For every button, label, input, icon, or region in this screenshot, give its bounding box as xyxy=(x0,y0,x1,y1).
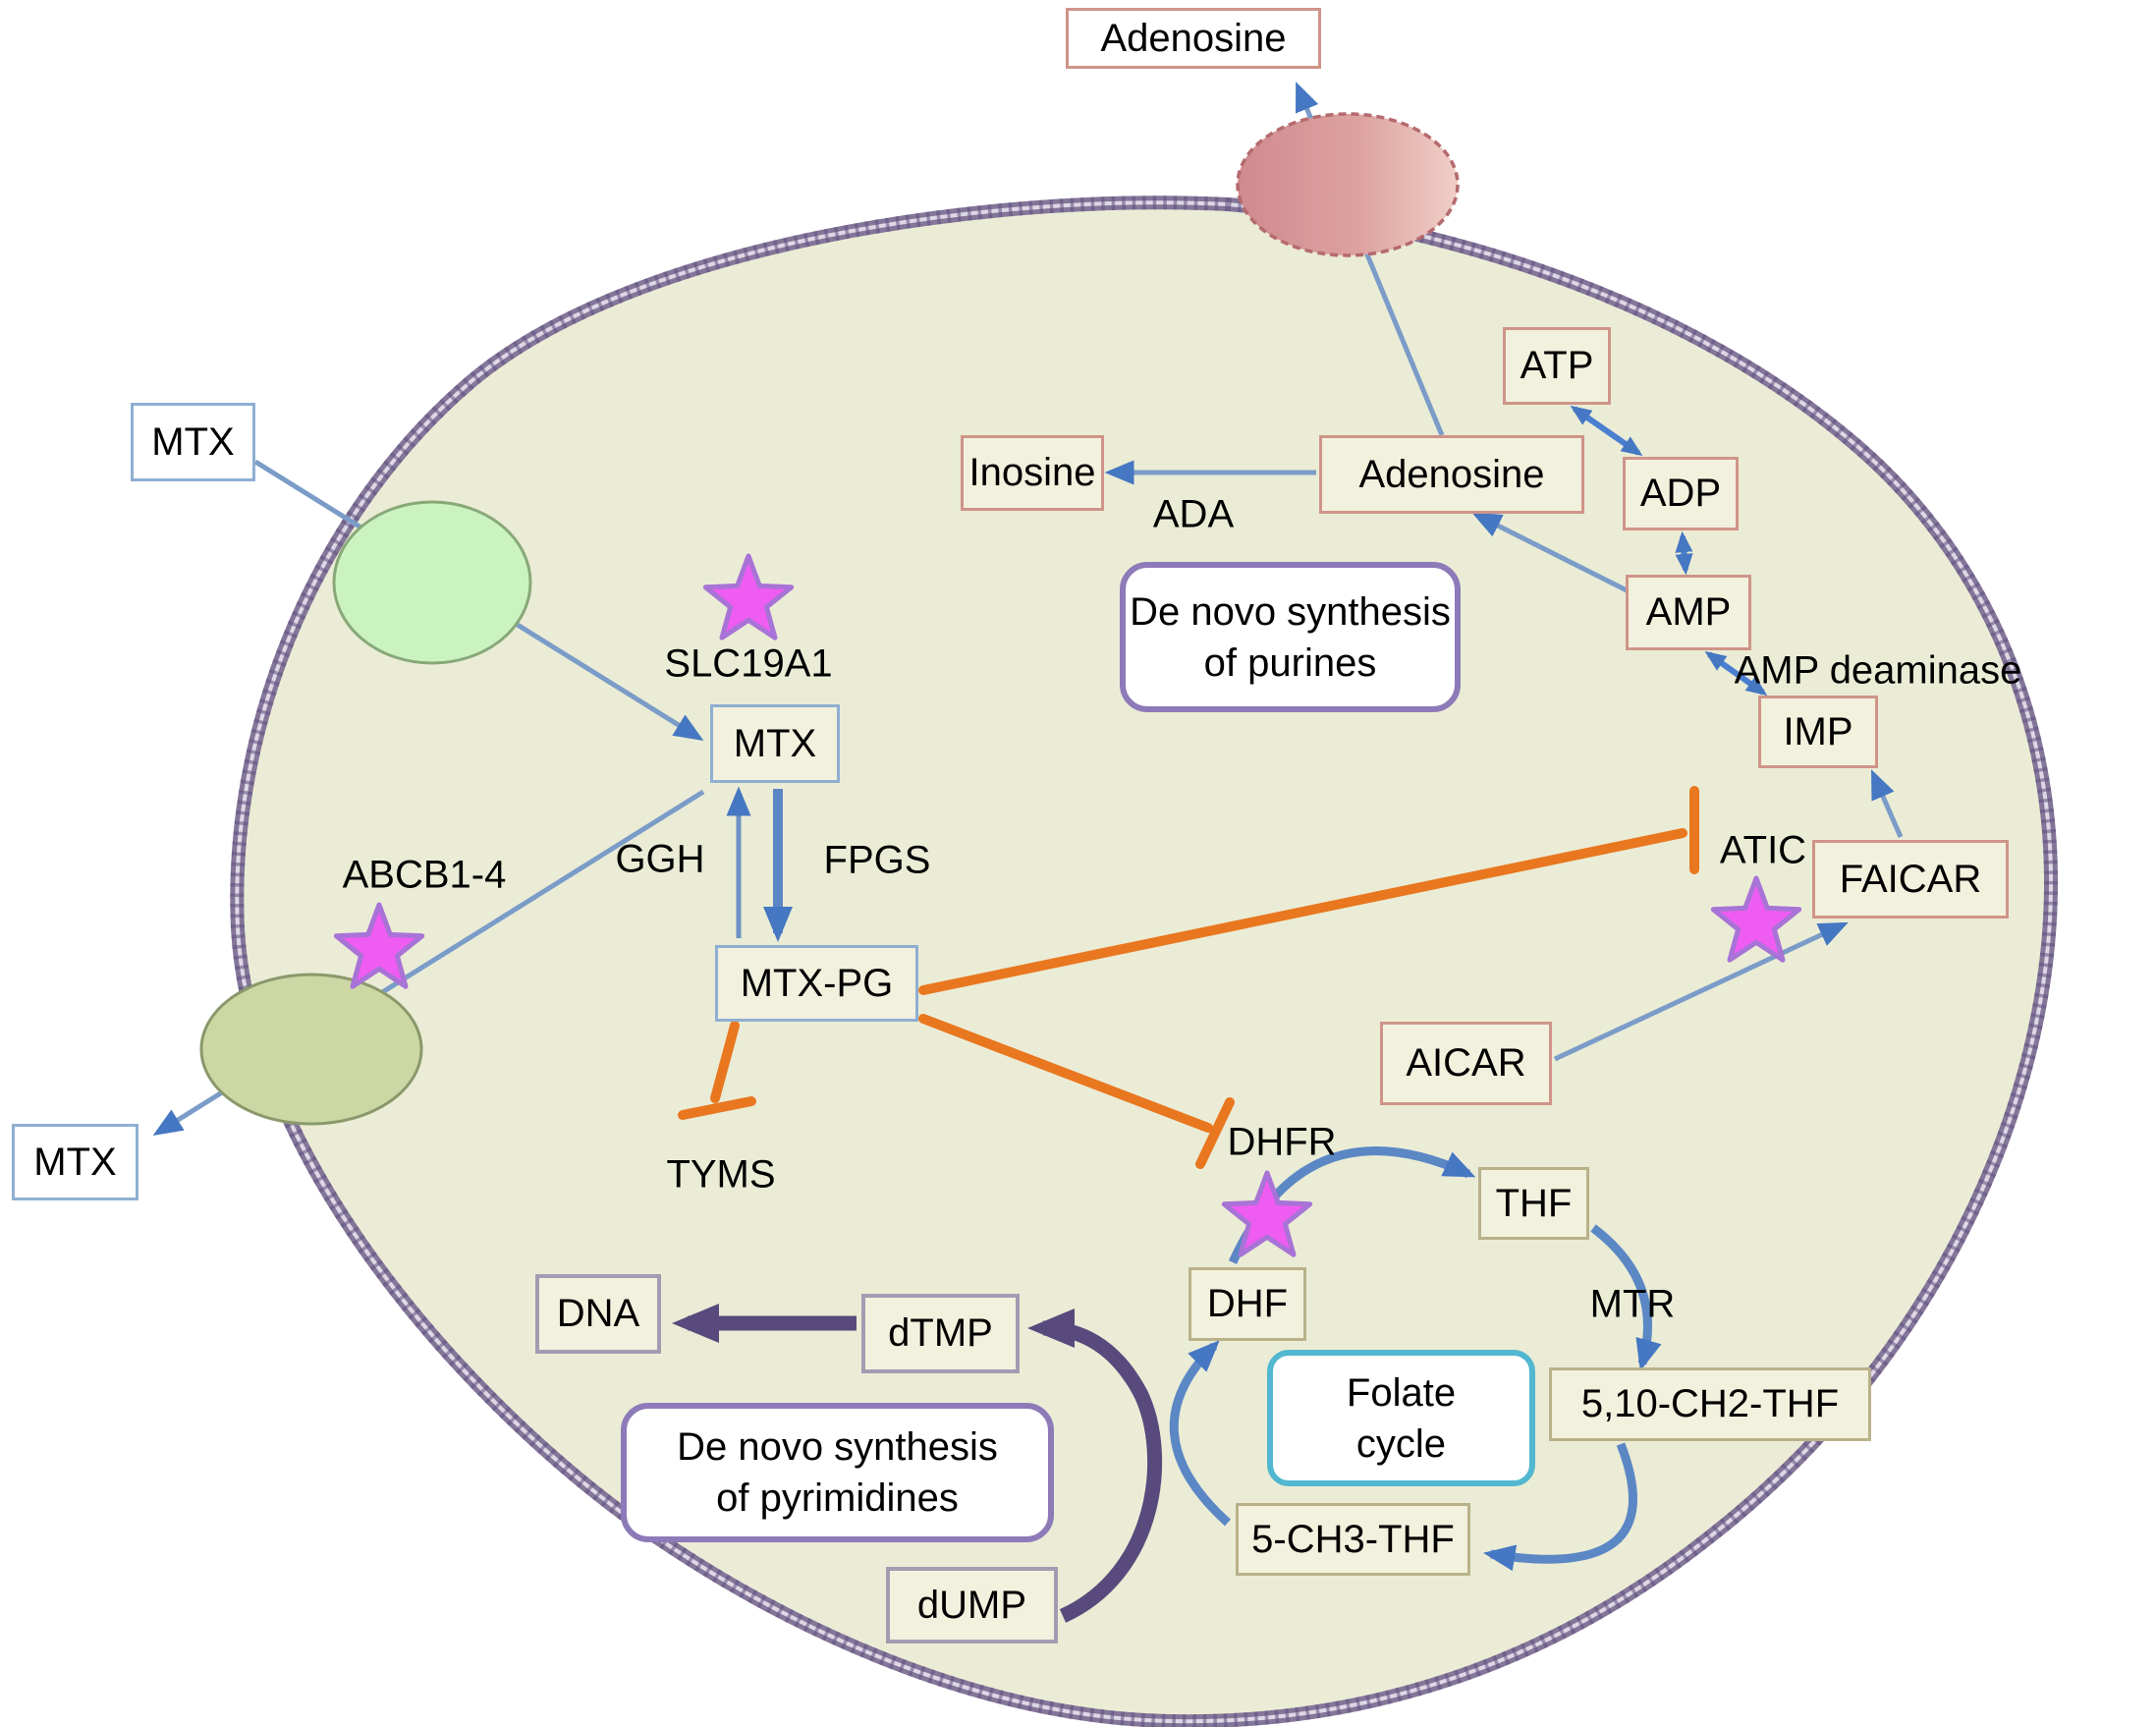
node-thf: THF xyxy=(1478,1167,1589,1240)
node-dhf: DHF xyxy=(1189,1267,1306,1341)
node-inosine: Inosine xyxy=(961,435,1104,511)
callout-line: of pyrimidines xyxy=(716,1476,959,1520)
node-aicar: AICAR xyxy=(1380,1022,1552,1105)
node-mtx-extracellular-bottom: MTX xyxy=(12,1124,138,1200)
node-label: DNA xyxy=(556,1292,640,1335)
label-ggh: GGH xyxy=(615,837,705,881)
node-label: ATP xyxy=(1520,344,1594,387)
label-ada: ADA xyxy=(1152,492,1235,536)
node-dna: DNA xyxy=(535,1274,661,1354)
callout-line: Folate xyxy=(1346,1370,1457,1415)
node-label: MTX xyxy=(151,419,235,464)
mtxpg-inhibits-atic-line xyxy=(918,828,1687,995)
node-mtx-pg: MTX-PG xyxy=(715,945,918,1022)
tyms-inhibition-cap xyxy=(678,1096,756,1120)
efflux-transporter-ellipse xyxy=(199,973,423,1126)
node-label: Adenosine xyxy=(1100,16,1287,60)
node-label: 5,10-CH2-THF xyxy=(1580,1382,1840,1425)
label-tyms: TYMS xyxy=(666,1152,776,1197)
label-mtr: MTR xyxy=(1589,1282,1676,1326)
node-label: Inosine xyxy=(968,451,1096,494)
dhfr-inhibition-cap xyxy=(1195,1097,1235,1169)
amp-to-adenosine-arrow xyxy=(1471,512,1631,594)
node-faicar: FAICAR xyxy=(1812,840,2009,919)
faicar-to-imp-arrow xyxy=(1871,769,1904,838)
node-label: MTX xyxy=(733,721,817,765)
node-label: THF xyxy=(1495,1181,1573,1225)
cell-membrane xyxy=(230,195,2059,1727)
dump-to-dtmp-arrow xyxy=(1027,1309,1162,1623)
label-fpgs: FPGS xyxy=(823,838,931,882)
atp-adp-double-arrow xyxy=(1570,405,1643,457)
aicar-to-faicar-arrow xyxy=(1553,921,1849,1062)
node-adenosine-intracellular: Adenosine xyxy=(1319,435,1584,514)
callout-line: De novo synthesis xyxy=(677,1425,998,1469)
adp-amp-double-arrow xyxy=(1675,530,1693,576)
node-510-ch2-thf: 5,10-CH2-THF xyxy=(1549,1367,1871,1441)
callout-de-novo-pyrimidines: De novo synthesis of pyrimidines xyxy=(621,1403,1054,1542)
label-slc19a1: SLC19A1 xyxy=(664,641,833,686)
callout-line: De novo synthesis xyxy=(1130,589,1451,634)
node-label: MTX-PG xyxy=(740,961,894,1005)
node-adenosine-extracellular: Adenosine xyxy=(1066,8,1321,69)
node-label: AMP xyxy=(1645,590,1732,634)
callout-line: cycle xyxy=(1355,1421,1447,1466)
node-label: ADP xyxy=(1639,472,1722,515)
influx-transporter-ellipse xyxy=(332,500,532,665)
inhibition-lines xyxy=(678,786,1699,1169)
ch3thf-to-dhf-arc xyxy=(1169,1340,1232,1527)
node-dtmp: dTMP xyxy=(861,1294,1020,1373)
callout-de-novo-purines: De novo synthesis of purines xyxy=(1120,562,1461,712)
adenosine-transporter-ellipse xyxy=(1236,112,1460,257)
node-mtx-extracellular-top: MTX xyxy=(131,403,255,481)
node-label: IMP xyxy=(1783,709,1853,753)
ch2thf-to-ch3thf-arc xyxy=(1483,1442,1637,1572)
node-amp: AMP xyxy=(1626,575,1751,650)
node-label: Adenosine xyxy=(1358,452,1545,496)
mtxpg-inhibits-tyms-line xyxy=(710,1021,740,1103)
node-label: dUMP xyxy=(916,1583,1027,1627)
node-mtx-intracellular: MTX xyxy=(710,704,840,783)
label-amp-deaminase: AMP deaminase xyxy=(1734,648,2022,693)
node-adp: ADP xyxy=(1623,457,1739,530)
node-label: AICAR xyxy=(1406,1041,1526,1085)
amp-imp-double-arrow xyxy=(1704,650,1768,696)
node-label: 5-CH3-THF xyxy=(1251,1517,1455,1561)
node-label: FAICAR xyxy=(1839,857,1982,901)
node-label: dTMP xyxy=(888,1311,993,1355)
node-atp: ATP xyxy=(1503,327,1611,405)
callout-folate-cycle: Folate cycle xyxy=(1267,1350,1535,1486)
node-label: DHF xyxy=(1206,1282,1289,1325)
label-dhfr: DHFR xyxy=(1227,1120,1337,1164)
mtxpg-inhibits-dhfr-line xyxy=(918,1014,1213,1133)
thf-to-ch2thf-arc xyxy=(1590,1224,1662,1371)
node-label: MTX xyxy=(33,1140,117,1184)
label-atic: ATIC xyxy=(1719,828,1807,872)
node-dump: dUMP xyxy=(886,1567,1058,1643)
node-5-ch3-thf: 5-CH3-THF xyxy=(1236,1503,1470,1576)
node-imp: IMP xyxy=(1758,696,1878,768)
label-abcb1-4: ABCB1-4 xyxy=(342,853,507,897)
callout-line: of purines xyxy=(1203,641,1377,685)
